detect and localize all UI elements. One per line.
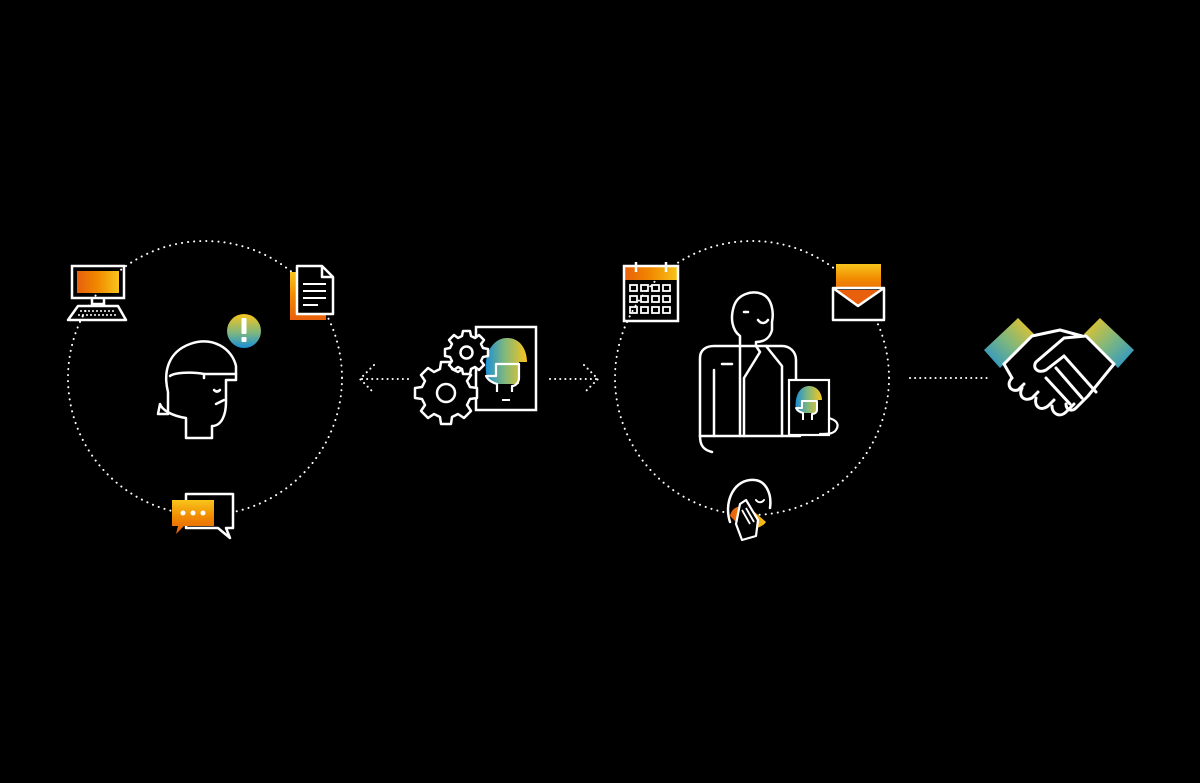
customer-stage: [66, 240, 343, 540]
computer-icon: [66, 264, 128, 322]
gears-icon: [413, 329, 490, 426]
customer-orbit: [67, 240, 343, 516]
held-profile-card-icon: [787, 378, 839, 437]
alert-icon: [227, 314, 261, 348]
agent-stage: [614, 240, 890, 542]
processing-stage: [413, 325, 538, 426]
calendar-icon: [622, 262, 680, 323]
agent-orbit: [614, 240, 890, 516]
woman-head-icon: [156, 340, 238, 440]
chat-bubble-icon: [172, 492, 235, 540]
businessman-icon: [698, 291, 802, 454]
handshake-icon: [984, 318, 1134, 417]
phone-call-icon: [726, 478, 772, 542]
email-icon: [831, 264, 886, 322]
document-icon: [290, 264, 335, 320]
agreement-stage: [984, 318, 1134, 417]
left-double-arrow: [358, 364, 413, 394]
right-arrow: [549, 364, 600, 394]
